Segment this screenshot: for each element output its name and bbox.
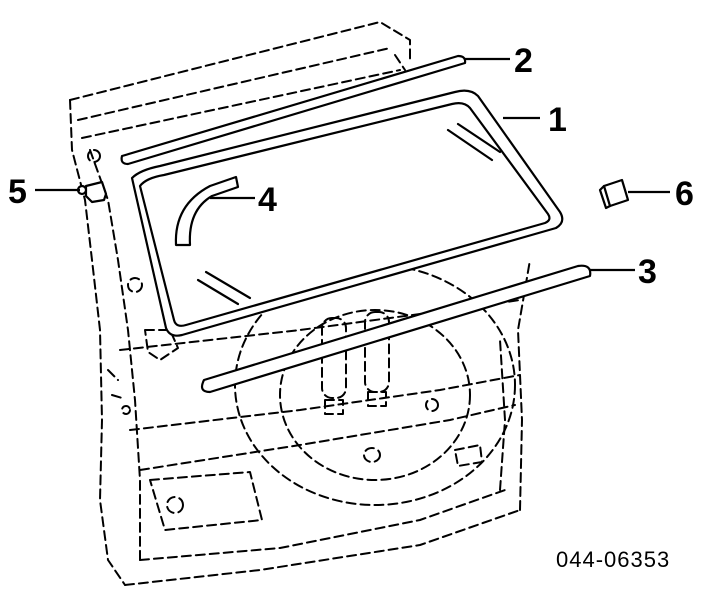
spacer-part[interactable] [598, 178, 630, 210]
callout-3: 3 [638, 253, 657, 291]
callout-5: 5 [8, 173, 27, 211]
callout-1: 1 [548, 101, 567, 139]
upper-weatherstrip[interactable] [120, 54, 467, 166]
leader-lines [35, 57, 670, 272]
back-door-outline [69, 21, 531, 586]
back-door-glass[interactable] [130, 89, 564, 337]
callout-2: 2 [514, 42, 533, 80]
corner-stopper[interactable] [174, 175, 240, 247]
callout-6: 6 [675, 175, 694, 213]
lower-moulding[interactable] [200, 264, 592, 394]
reference-code: 044-06353 [556, 547, 670, 572]
callout-4: 4 [258, 181, 277, 219]
clip-part[interactable] [76, 180, 108, 204]
